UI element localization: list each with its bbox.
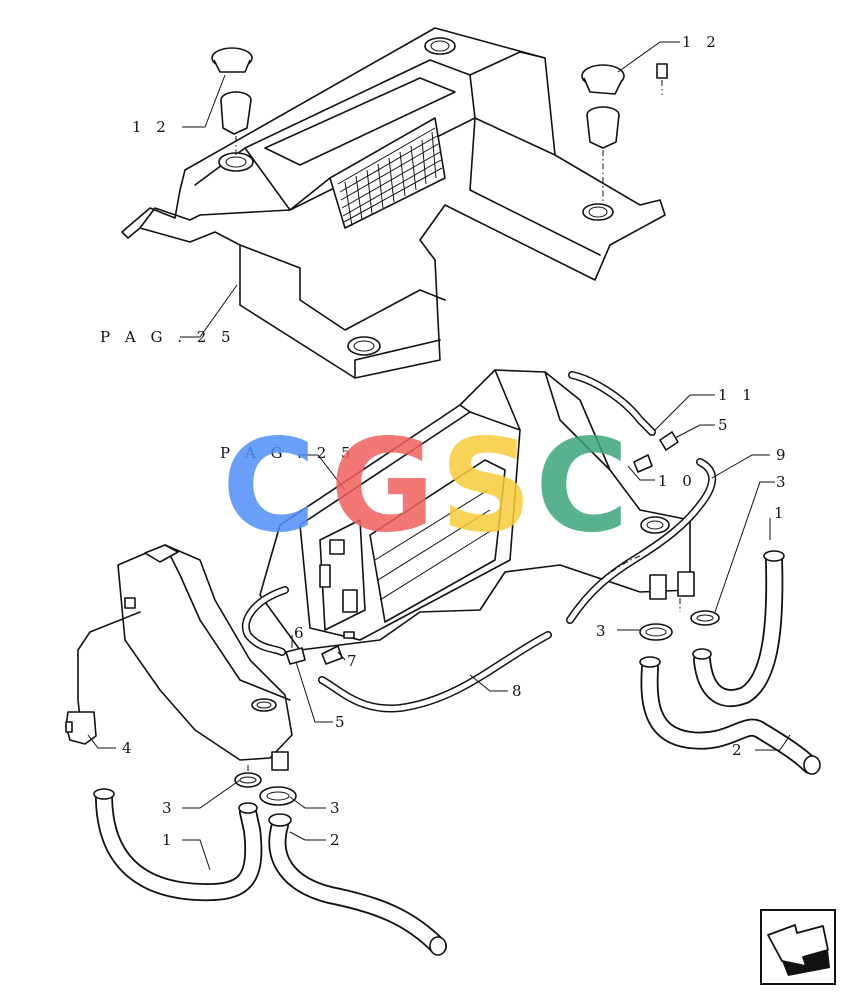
- callout-5-top: 5: [718, 416, 733, 434]
- callout-6: 6: [294, 624, 309, 642]
- callout-5-bottom: 5: [335, 713, 350, 731]
- left-duct-housing: [117, 544, 293, 771]
- callout-2-left: 2: [330, 831, 345, 849]
- top-plug-right: [235, 63, 668, 205]
- callout-11: 1 1: [718, 386, 757, 404]
- callout-12-right: 1 2: [682, 33, 721, 51]
- callout-4: 4: [122, 739, 137, 757]
- watermark-letter-c2: C: [535, 412, 629, 561]
- callout-labels: 1 2 1 2 P A G . 2 5 P A G . 2 5 1 1 5 9 …: [100, 33, 791, 849]
- callout-1-right: 1: [774, 504, 789, 522]
- hoses-right: [639, 550, 821, 775]
- next-page-arrow-icon[interactable]: [760, 909, 836, 985]
- leader-lines: [87, 41, 791, 871]
- callout-2-right: 2: [732, 741, 747, 759]
- callout-12-left: 1 2: [132, 118, 171, 136]
- callout-3-left-b: 3: [330, 799, 345, 817]
- callout-10: 1 0: [658, 472, 697, 490]
- watermark-letter-c1: C: [222, 412, 316, 561]
- callout-3-right-mid: 3: [596, 622, 611, 640]
- callout-pag25-top: P A G . 2 5: [100, 328, 236, 346]
- callout-9: 9: [776, 446, 791, 464]
- hoses-left: [93, 788, 447, 956]
- small-tubes: [241, 371, 716, 713]
- top-plug-left: [211, 47, 253, 135]
- watermark-letter-s: S: [440, 412, 532, 561]
- heater-housing: [259, 369, 695, 651]
- callout-3-left: 3: [162, 799, 177, 817]
- roof-cover-panel: [121, 27, 666, 379]
- watermark-letter-g: G: [330, 412, 435, 561]
- callout-8: 8: [512, 682, 527, 700]
- callout-7: 7: [347, 652, 362, 670]
- watermark: C G S C: [222, 412, 629, 561]
- callout-1-left: 1: [162, 831, 177, 849]
- callout-pag25-mid: P A G . 2 5: [220, 444, 356, 462]
- hose-clamps: [234, 598, 720, 806]
- callout-3-right-top: 3: [776, 473, 791, 491]
